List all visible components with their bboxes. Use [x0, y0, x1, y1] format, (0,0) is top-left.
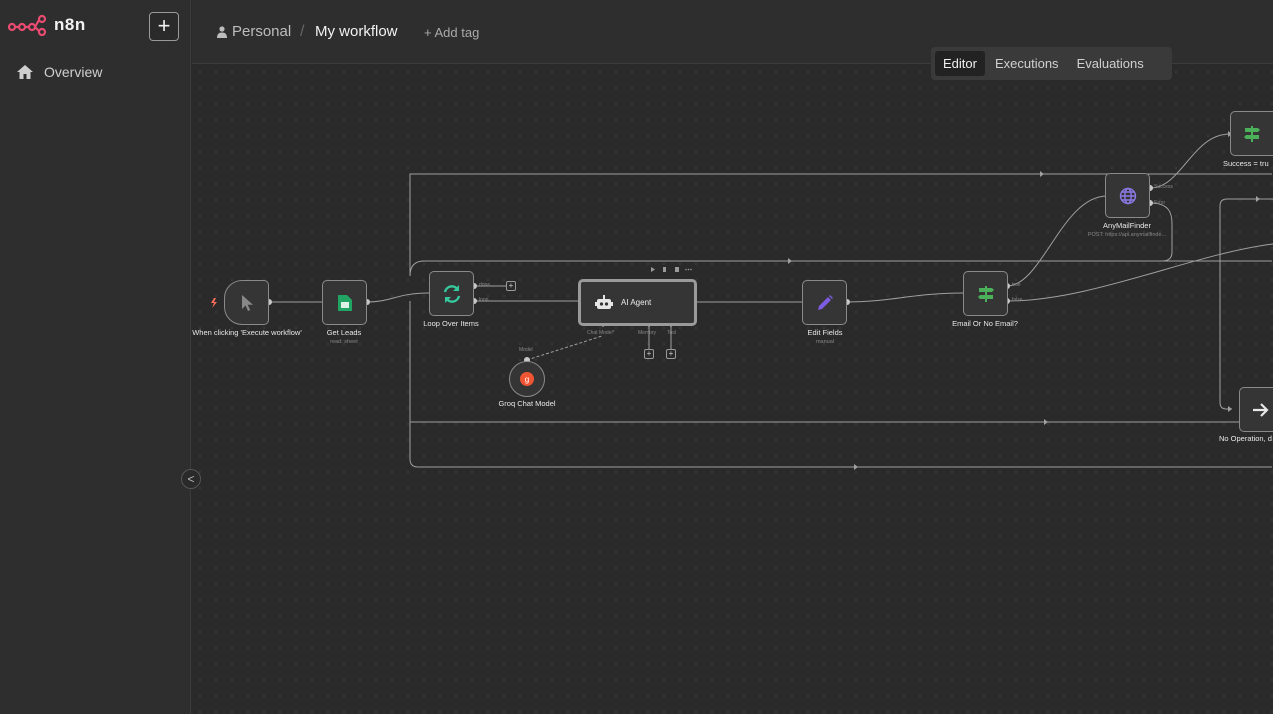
node-ai-agent[interactable]: AI Agent [578, 279, 697, 326]
sidebar: n8n + Overview [0, 0, 191, 714]
n8n-logo[interactable]: n8n [8, 14, 86, 36]
node-label: When clicking 'Execute workflow' [192, 328, 302, 337]
node-label: Success = tru [1223, 159, 1269, 168]
sidebar-item-label: Overview [44, 64, 103, 80]
sidebar-item-overview[interactable]: Overview [16, 64, 102, 80]
node-success-check[interactable] [1230, 111, 1273, 156]
node-label: Get Leads [326, 328, 362, 337]
node-anymailfinder[interactable] [1105, 173, 1150, 218]
node-label: Email Or No Email? [952, 319, 1018, 328]
node-subtitle: manual [815, 339, 835, 345]
refresh-icon [443, 284, 460, 303]
add-tool-plus[interactable]: + [666, 349, 676, 359]
app-name: n8n [54, 15, 86, 34]
collapse-sidebar-button[interactable]: < [181, 469, 201, 489]
n8n-logo-icon [8, 14, 47, 36]
node-email-or-no-email[interactable] [963, 271, 1008, 316]
node-label: No Operation, d [1219, 434, 1272, 443]
robot-icon [595, 294, 613, 309]
port-label-tool: Tool [667, 330, 677, 336]
port-label-error: Error [1154, 200, 1166, 206]
project-name: Personal [232, 23, 292, 40]
signpost-icon [1244, 125, 1260, 142]
port-label-chat-model: Chat Model* [587, 330, 615, 336]
port-label-success: Success [1154, 184, 1173, 190]
node-manual-trigger[interactable] [224, 280, 269, 325]
connections [211, 131, 1273, 470]
signpost-icon [977, 285, 994, 302]
node-label: AI Agent [621, 298, 652, 307]
workflow-canvas[interactable]: When clicking 'Execute workflow' Get Lea… [192, 64, 1273, 714]
arrow-right-icon [1253, 402, 1269, 417]
view-tabs: Editor Executions Evaluations [931, 47, 1172, 80]
port-label-done: done [479, 282, 491, 288]
node-label: Groq Chat Model [498, 399, 556, 408]
node-loop-over-items[interactable] [429, 271, 474, 316]
node-label: Loop Over Items [423, 319, 479, 328]
node-subtitle: read: sheet [330, 339, 358, 345]
user-icon [217, 25, 227, 38]
pencil-icon [817, 294, 833, 310]
node-edit-fields[interactable] [802, 280, 847, 325]
node-get-leads[interactable] [322, 280, 367, 325]
workflow-name[interactable]: My workflow [315, 23, 398, 40]
add-tag-button[interactable]: + Add tag [424, 25, 480, 40]
node-groq-chat-model[interactable]: g [509, 361, 545, 397]
tab-editor[interactable]: Editor [935, 51, 985, 76]
node-subtitle: POST: https://api.anymailfinde... [1087, 232, 1167, 238]
add-button[interactable]: + [149, 12, 179, 41]
svg-text:g: g [525, 375, 529, 384]
globe-icon [1119, 187, 1136, 204]
breadcrumb-separator: / [300, 23, 305, 40]
add-node-plus[interactable]: + [506, 281, 516, 291]
sheets-icon [337, 294, 352, 311]
port-label-true: true [1012, 282, 1021, 288]
header: Personal / My workflow + Add tag [192, 0, 1273, 64]
node-label: AnyMailFinder [1103, 221, 1151, 230]
add-memory-plus[interactable]: + [644, 349, 654, 359]
groq-icon: g [520, 372, 534, 386]
cursor-icon [241, 294, 253, 311]
port-label-memory: Memory [638, 330, 657, 336]
tab-evaluations[interactable]: Evaluations [1076, 56, 1144, 71]
port-label-loop: loop [479, 297, 489, 303]
port-label-model: Model [519, 347, 533, 353]
node-no-operation[interactable] [1239, 387, 1273, 432]
home-icon [17, 65, 33, 79]
port-label-false: false [1012, 297, 1023, 303]
breadcrumb-project[interactable]: Personal [217, 23, 291, 40]
node-label: Edit Fields [807, 328, 843, 337]
tab-executions[interactable]: Executions [994, 56, 1059, 71]
